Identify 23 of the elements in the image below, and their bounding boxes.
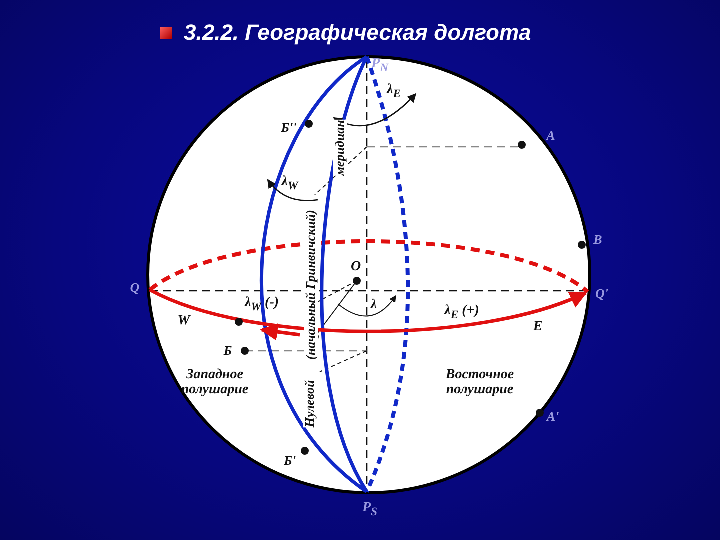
point-label: P$_{N}$ <box>372 57 388 75</box>
region-label: Восточное полушарие <box>444 368 516 398</box>
point-label: P$_{S}$ <box>362 501 378 519</box>
point-label: A <box>546 129 556 143</box>
point-label: Б'' <box>281 121 297 135</box>
angle-label: λ$_{E}$ (+) <box>444 304 480 322</box>
meridian-label: меридиан <box>333 120 347 176</box>
hemisphere-label: E <box>533 320 543 336</box>
meridian-label: Нулевой <box>303 380 317 428</box>
angle-label: λ$_{E}$ <box>387 83 401 101</box>
hemisphere-label: W <box>178 314 190 330</box>
point-label: Q' <box>596 287 608 301</box>
point-label: Q <box>130 281 140 295</box>
angle-label: λ <box>371 297 377 311</box>
slide-title: 3.2.2. Географическая долгота <box>184 20 532 46</box>
meridian-label: (начальный Гринвичский) <box>304 210 318 360</box>
angle-label: λ$_{W}$ <box>282 175 298 193</box>
point-label: Б' <box>284 454 296 468</box>
point-label: Б <box>224 344 232 358</box>
point-label: A' <box>546 410 560 424</box>
point-label: B <box>594 233 602 247</box>
point-label: O <box>350 260 362 276</box>
region-label: Западное полушарие <box>180 368 250 398</box>
